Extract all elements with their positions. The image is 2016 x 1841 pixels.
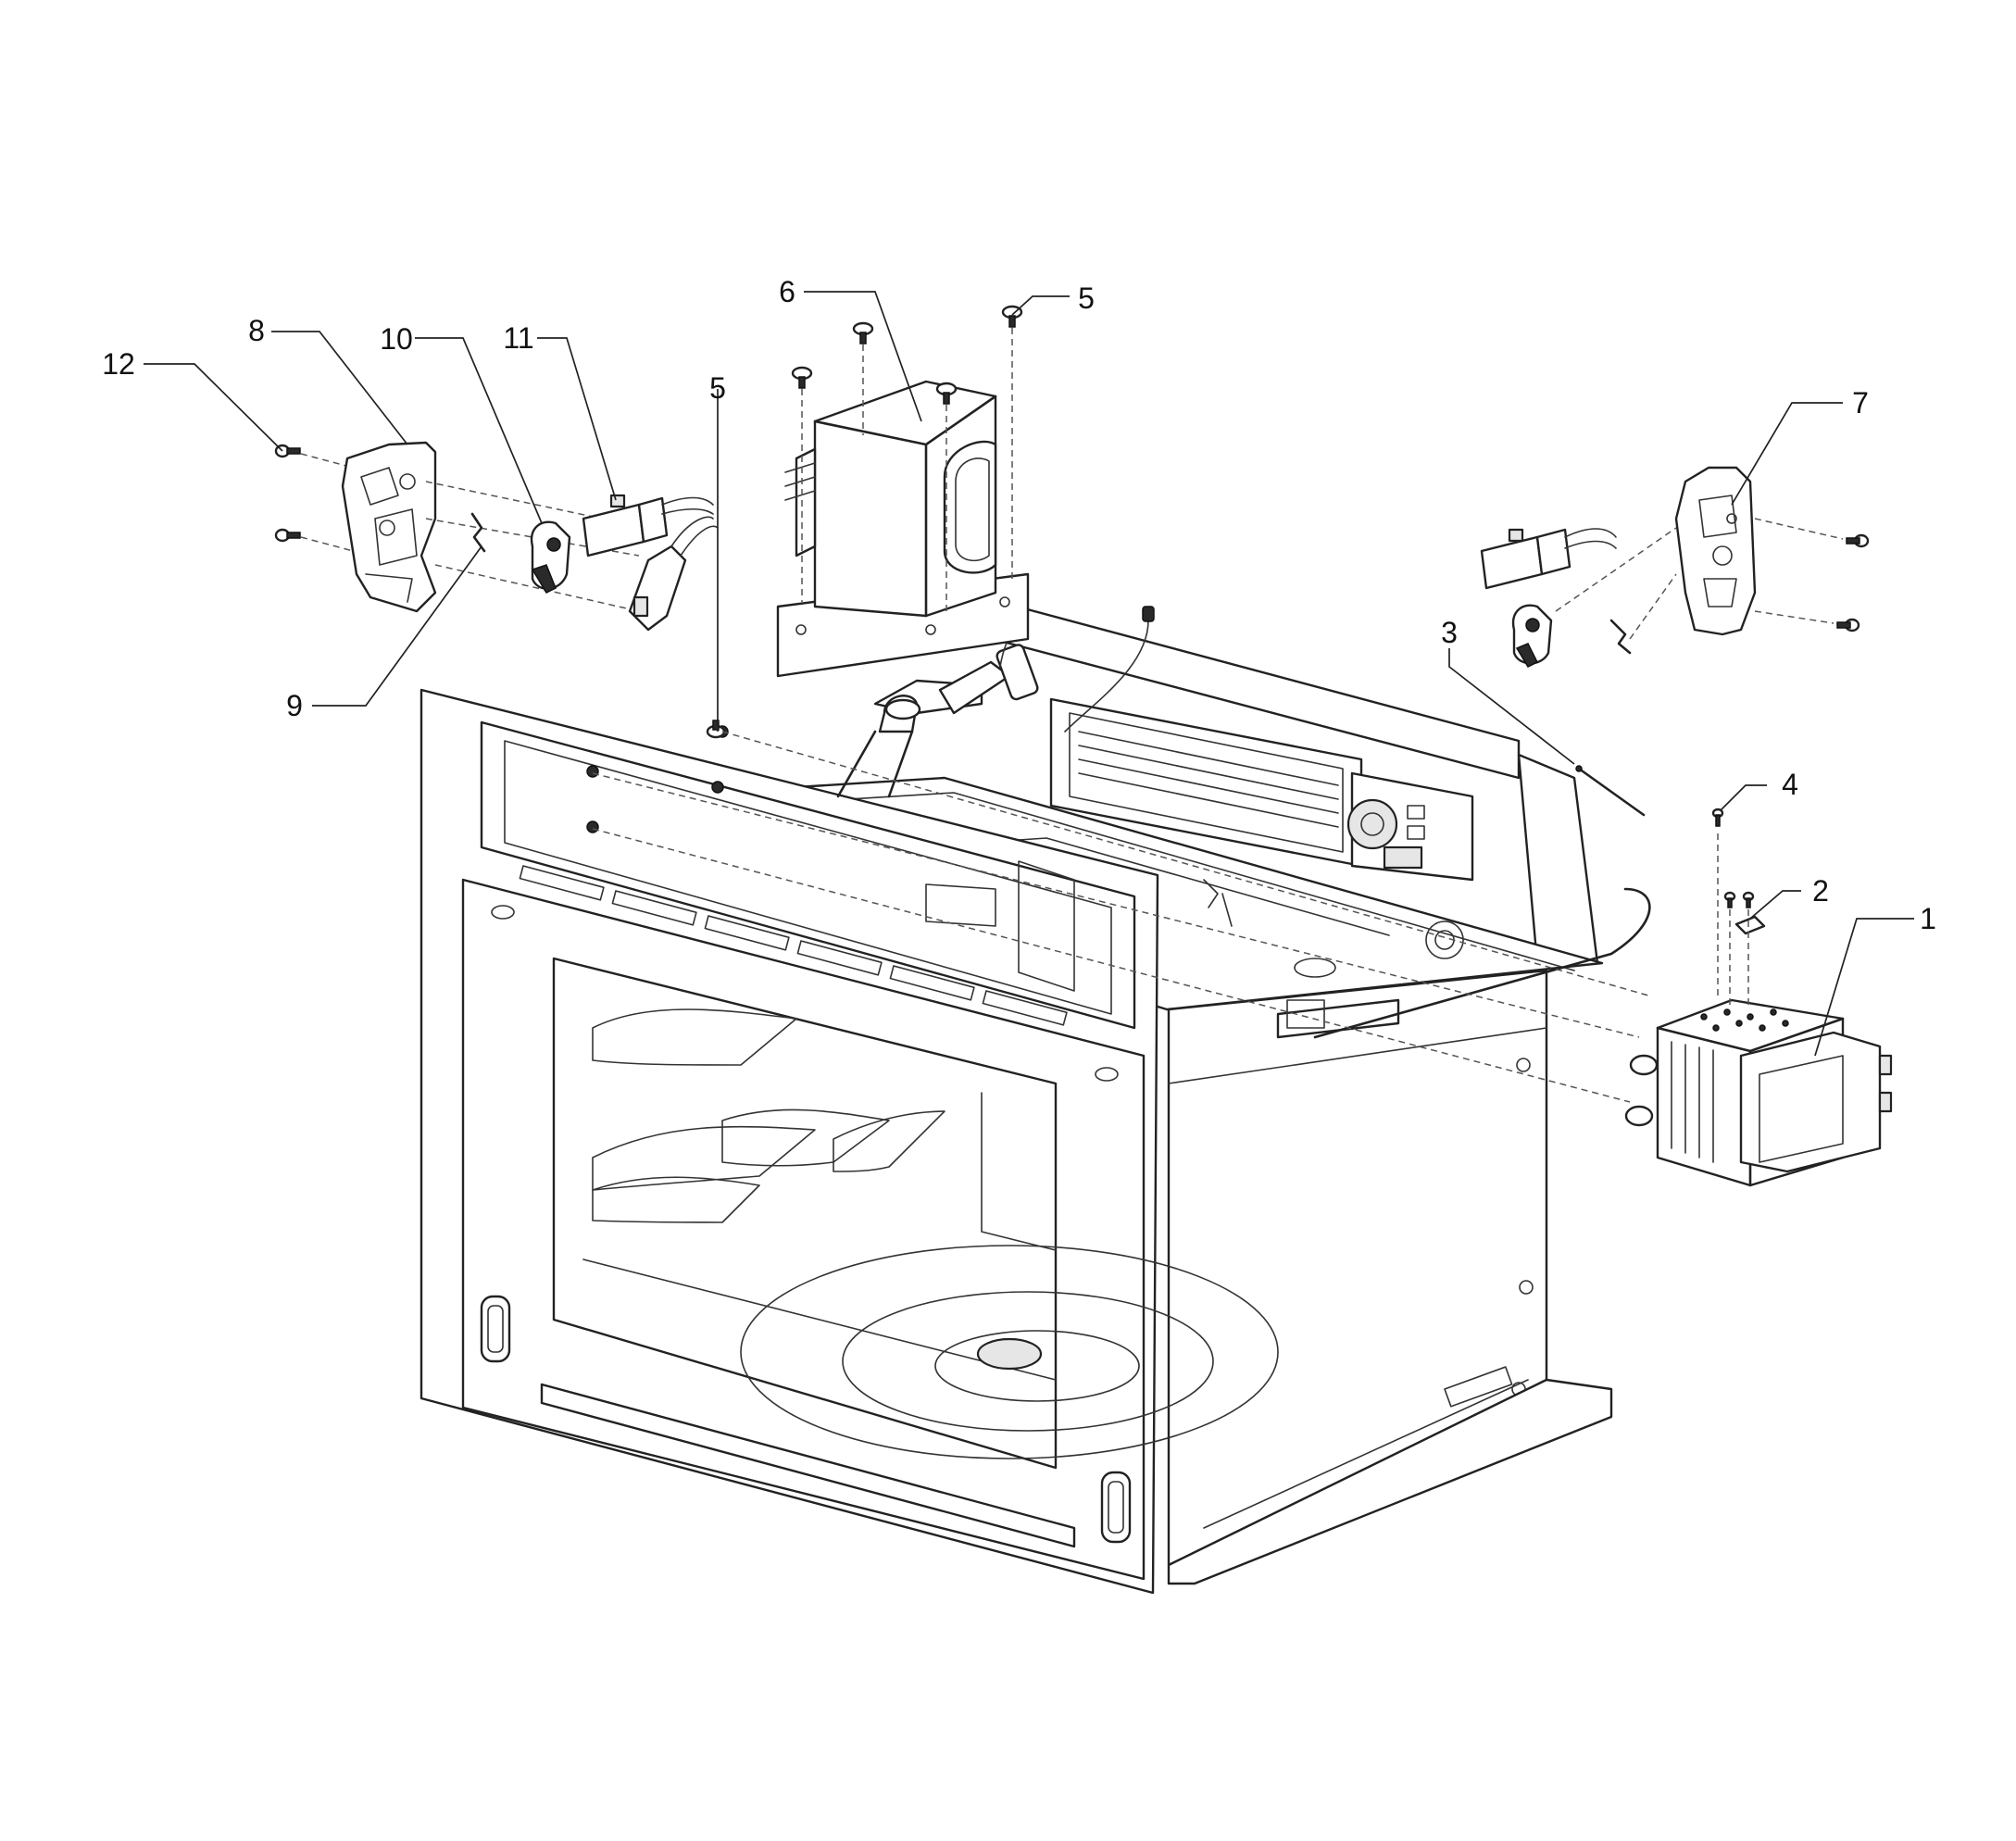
rear-upright xyxy=(1517,753,1599,965)
screw-icon xyxy=(1001,305,1023,328)
spring-right xyxy=(1609,619,1632,655)
screw-icon xyxy=(791,366,813,389)
right-interlock-assembly xyxy=(1480,466,1870,668)
switch-lower-left xyxy=(628,516,719,632)
callout-labels: 1 2 3 4 5 5 6 7 8 9 10 11 12 xyxy=(102,275,1936,935)
magnetron-holes xyxy=(1700,1008,1789,1032)
internal-components xyxy=(925,860,1464,1039)
magnetron-magnet xyxy=(1739,1031,1882,1173)
screw-icon xyxy=(852,321,874,344)
transformer-screws xyxy=(791,305,1023,616)
leader-lines xyxy=(144,291,1914,1057)
callout-11: 11 xyxy=(503,321,533,355)
switch-right-upper xyxy=(1480,528,1617,590)
transformer xyxy=(776,380,1030,678)
thermistor-3 xyxy=(1577,767,1646,817)
callout-12: 12 xyxy=(102,347,135,381)
screw-icon xyxy=(1836,618,1860,632)
turntable xyxy=(740,1245,1279,1459)
screw-icon xyxy=(1742,891,1755,908)
left-interlock-assembly xyxy=(274,441,719,632)
callout-9: 9 xyxy=(286,689,303,722)
magnetron-fins xyxy=(1671,1041,1714,1163)
screw-icon xyxy=(274,528,301,543)
screw-icon xyxy=(1846,533,1870,548)
blower-assembly xyxy=(1049,606,1474,882)
base-plate xyxy=(1167,1378,1613,1585)
bracket-2 xyxy=(1723,891,1766,1009)
fan-motor xyxy=(1346,798,1398,850)
callout-4: 4 xyxy=(1782,768,1798,801)
oven-cavity-assembly xyxy=(419,598,1651,1595)
callout-5-left: 5 xyxy=(709,371,726,405)
wave-guide-cable xyxy=(1313,887,1651,1039)
cavity-window xyxy=(552,957,1058,1470)
hv-lead xyxy=(836,730,877,798)
screw-icon xyxy=(935,382,958,405)
magnetron xyxy=(1624,998,1893,1187)
front-top-band xyxy=(480,720,1136,1030)
callout-7: 7 xyxy=(1852,386,1869,420)
spring-left xyxy=(470,512,486,553)
fan-wire xyxy=(1064,620,1149,733)
callout-6: 6 xyxy=(779,275,795,308)
callout-5-right: 5 xyxy=(1078,282,1095,315)
cavity-rack-ribs xyxy=(592,1008,945,1223)
right-hinge-slot xyxy=(1100,1471,1132,1544)
bottom-strip xyxy=(540,1383,1076,1548)
callout-3: 3 xyxy=(1441,616,1458,649)
callout-2: 2 xyxy=(1812,874,1829,908)
screw-icon xyxy=(1711,808,1724,827)
switch-upper-left xyxy=(582,494,714,557)
capacitor-assembly xyxy=(836,620,1039,798)
callout-8: 8 xyxy=(248,314,265,347)
callout-10: 10 xyxy=(380,322,413,356)
vent-slots xyxy=(519,865,1068,1026)
latch-bracket-right xyxy=(1674,466,1757,636)
latch-bracket-left xyxy=(341,441,437,613)
screw-icon xyxy=(706,720,726,739)
screw-icon xyxy=(1723,891,1736,908)
callout-1: 1 xyxy=(1920,902,1936,935)
